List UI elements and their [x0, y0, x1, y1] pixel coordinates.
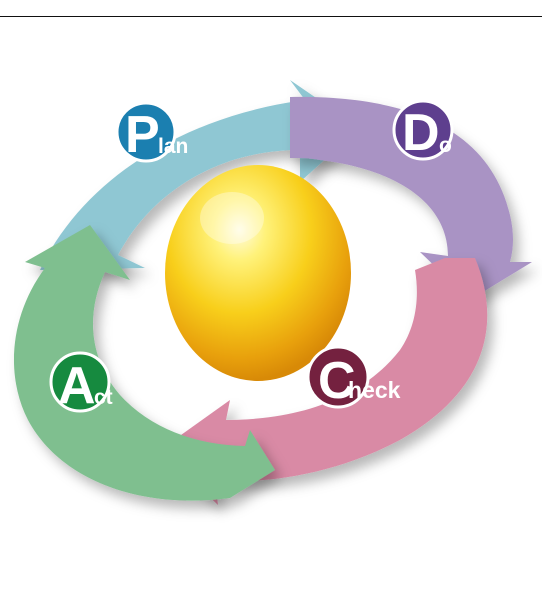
do-rest: o	[439, 134, 452, 157]
act-rest: ct	[94, 386, 113, 409]
center-orb	[165, 165, 351, 381]
check-rest: heck	[348, 377, 401, 403]
check-label: C heck	[308, 347, 401, 410]
plan-letter: P	[125, 106, 160, 164]
do-letter: D	[402, 104, 440, 162]
plan-rest: lan	[158, 135, 188, 158]
act-label: A ct	[51, 353, 113, 415]
plan-label: P lan	[117, 103, 188, 164]
act-letter: A	[58, 357, 96, 415]
do-label: D o	[394, 101, 452, 162]
orb-highlight	[200, 192, 264, 244]
